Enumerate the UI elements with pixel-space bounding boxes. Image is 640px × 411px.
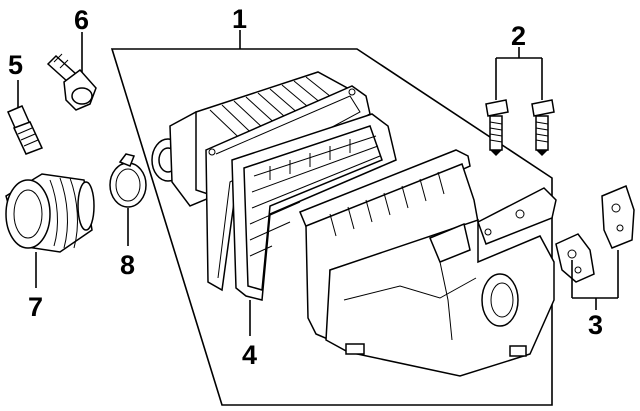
bolt-right-icon (531, 99, 555, 156)
callout-5: 5 (8, 50, 23, 80)
assembly-frame (110, 30, 553, 406)
callout-2: 2 (511, 21, 526, 51)
callout-8: 8 (120, 250, 135, 280)
air-cleaner-lower-housing-icon (299, 149, 557, 377)
clamp-icon (109, 153, 147, 246)
bracket-pair-icon (555, 184, 635, 310)
fitting-icon (7, 80, 44, 155)
callout-1: 1 (232, 4, 247, 34)
hose-connector-icon (46, 32, 97, 111)
callout-3: 3 (588, 310, 603, 340)
bolt-left-icon (485, 99, 509, 156)
callout-7: 7 (28, 292, 43, 322)
callout-4: 4 (242, 340, 257, 370)
callout-6: 6 (74, 5, 89, 35)
intake-duct-icon (5, 173, 95, 288)
bolt-pair-icon (485, 47, 555, 156)
air-filter-element-icon (231, 113, 397, 301)
